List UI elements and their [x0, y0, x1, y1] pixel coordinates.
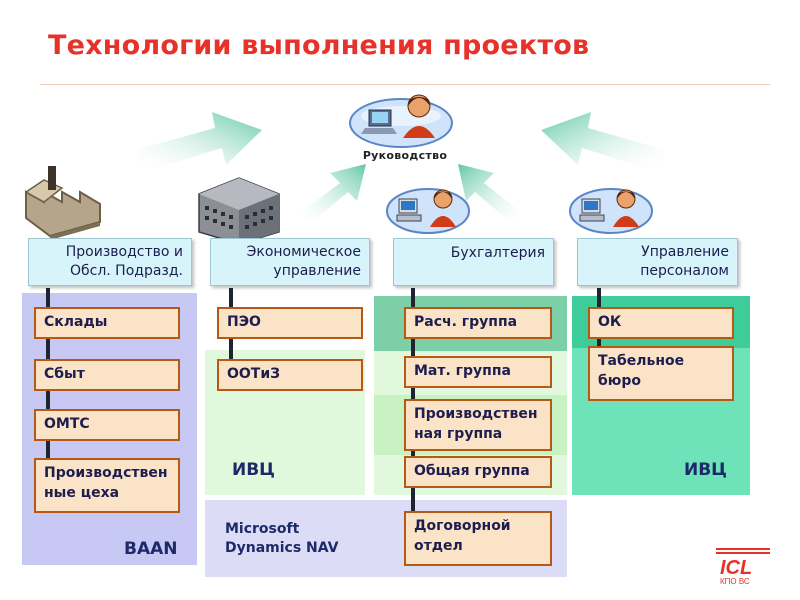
unit-ootiz: ООТиЗ: [217, 359, 363, 391]
unit-contract-department: Договорной отдел: [404, 511, 552, 566]
arrow-personnel-to-leadership: [541, 112, 665, 172]
unit-omts: ОМТС: [34, 409, 180, 441]
unit-material-group: Мат. группа: [404, 356, 552, 388]
leadership-label: Руководство: [362, 149, 448, 162]
personnel-workstation-icon: [569, 188, 653, 234]
unit-timekeeping-bureau: Табельное бюро: [588, 346, 734, 401]
accounting-workstation-icon: [386, 188, 470, 234]
unit-production-shops: Производственные цеха: [34, 458, 180, 513]
department-header-economics: Экономическое управление: [210, 238, 370, 286]
title-divider: [40, 84, 770, 85]
unit-ok: ОК: [588, 307, 734, 339]
unit-production-group: Производственная группа: [404, 399, 552, 451]
leadership-icon: [349, 94, 453, 148]
icl-logo-mark: ICL КПО ВС: [716, 548, 770, 586]
arrow-production-to-leadership: [135, 112, 262, 172]
office-building-icon: [198, 177, 280, 244]
department-header-production: Производство и Обсл. Подразд.: [28, 238, 192, 286]
arrow-economics-to-leadership: [300, 164, 366, 222]
svg-text:КПО ВС: КПО ВС: [720, 577, 750, 586]
department-header-personnel: Управление персоналом: [577, 238, 738, 286]
system-label-ms-line2: Dynamics NAV: [225, 540, 339, 556]
system-label-ivc-left: ИВЦ: [232, 460, 275, 480]
unit-sbyt: Сбыт: [34, 359, 180, 391]
department-header-accounting: Бухгалтерия: [393, 238, 554, 286]
factory-icon: [24, 166, 101, 240]
arrow-accounting-to-leadership: [458, 164, 522, 222]
unit-general-group: Общая группа: [404, 456, 552, 488]
unit-calc-group: Расч. группа: [404, 307, 552, 339]
svg-text:ICL: ICL: [720, 557, 752, 579]
unit-peo: ПЭО: [217, 307, 363, 339]
system-label-ivc-right: ИВЦ: [684, 460, 727, 480]
system-label-ms-line1: Microsoft: [225, 521, 300, 537]
unit-sklady: Склады: [34, 307, 180, 339]
system-label-baan: BAAN: [124, 539, 178, 559]
page-title: Технологии выполнения проектов: [48, 30, 590, 61]
icl-logo: ICL КПО ВС: [716, 546, 772, 590]
